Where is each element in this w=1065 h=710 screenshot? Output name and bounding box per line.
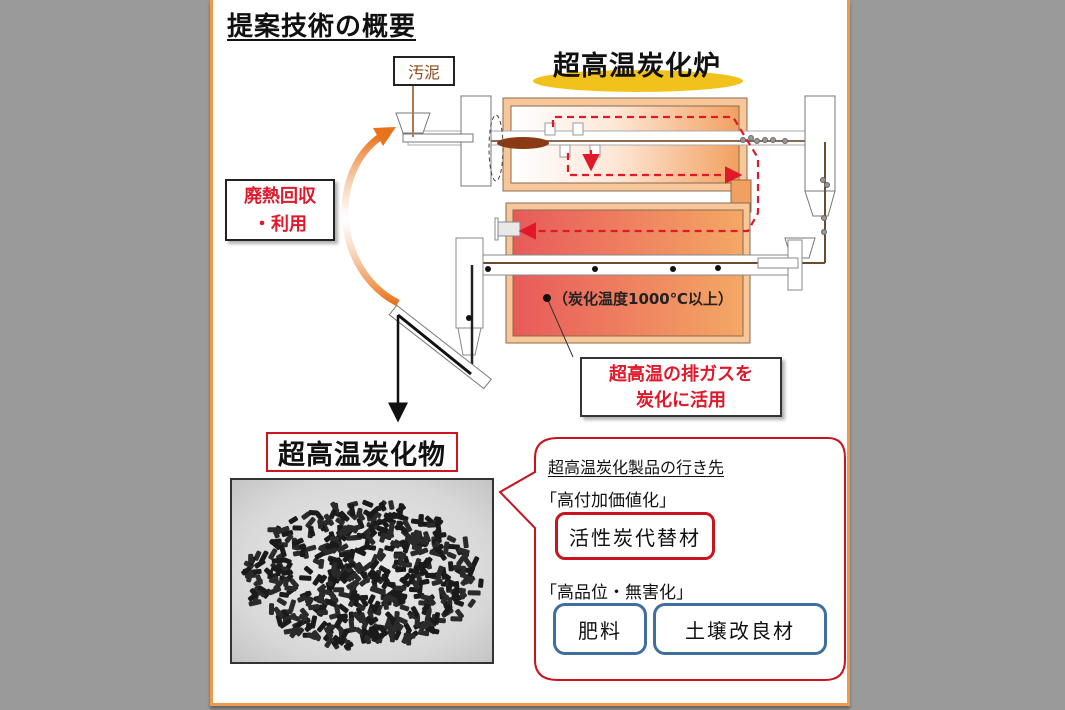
callout-leader-line bbox=[546, 297, 574, 358]
output-chute bbox=[388, 237, 492, 390]
furnace-title: 超高温炭化炉 bbox=[553, 51, 721, 82]
furnace-title-highlight bbox=[533, 70, 743, 92]
heat-recovery-arrow bbox=[341, 127, 400, 307]
overview-panel: 提案技術の概要 bbox=[210, 0, 850, 706]
exhaust-callout-line-2: 炭化に活用 bbox=[636, 390, 726, 411]
exhaust-callout-line-1: 超高温の排ガスを bbox=[609, 364, 753, 385]
carbonization-temperature: （炭化温度1000℃以上） bbox=[553, 290, 733, 308]
exhaust-gas-flow bbox=[518, 115, 760, 240]
category-high-value: 「高付加価値化」 bbox=[540, 491, 676, 511]
chip-activated-carbon-substitute: 活性炭代替材 bbox=[555, 512, 715, 560]
sludge-input-label: 汚泥 bbox=[393, 56, 455, 86]
heat-recovery-line-2: ・利用 bbox=[253, 214, 307, 235]
temperature-dot bbox=[543, 294, 551, 302]
feed-hopper bbox=[395, 85, 504, 187]
heat-recovery-line-1: 廃熱回収 bbox=[244, 186, 316, 207]
discharge-column bbox=[784, 95, 836, 262]
chip-soil-conditioner: 土壌改良材 bbox=[653, 603, 827, 655]
pellets-image bbox=[241, 499, 484, 651]
heat-recovery-box: 廃熱回収 ・利用 bbox=[225, 179, 335, 241]
category-high-grade: 「高品位・無害化」 bbox=[540, 583, 693, 603]
exhaust-callout: 超高温の排ガスを 炭化に活用 bbox=[580, 357, 782, 417]
lower-conveyor bbox=[467, 217, 826, 291]
page-title: 提案技術の概要 bbox=[227, 12, 417, 42]
carbonized-pellets-photo bbox=[230, 478, 494, 664]
product-title: 超高温炭化物 bbox=[266, 432, 458, 472]
chip-fertilizer: 肥料 bbox=[553, 603, 647, 655]
destinations-heading: 超高温炭化製品の行き先 bbox=[548, 458, 725, 477]
